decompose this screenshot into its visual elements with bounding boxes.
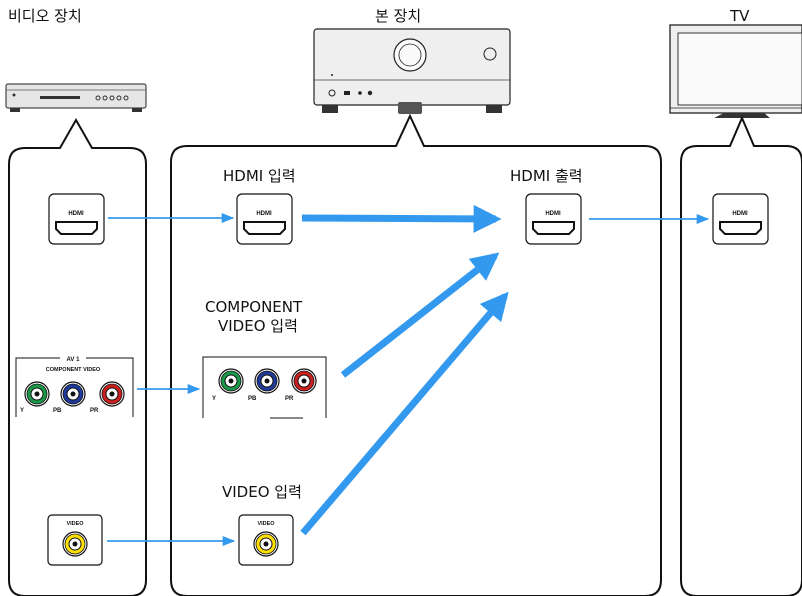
component-video-jack-label: COMPONENT VIDEO <box>46 367 101 373</box>
hdmi-output-label: HDMI 출력 <box>510 167 583 185</box>
green-jack <box>218 368 244 394</box>
hdmi-input-label: HDMI 입력 <box>223 167 296 185</box>
pb-label: PB <box>248 396 257 402</box>
tv-hdmi-jack: HDMI <box>712 193 769 245</box>
green-jack <box>24 381 50 407</box>
blue-jack <box>60 381 86 407</box>
main-unit-connector <box>398 102 422 114</box>
video-jack-label: VIDEO <box>66 521 84 527</box>
video-input-label: VIDEO 입력 <box>222 483 302 501</box>
tv-title: TV <box>729 7 750 25</box>
tv-illustration <box>669 24 802 118</box>
hdmi-jack-label: HDMI <box>68 211 84 217</box>
main-unit-title: 본 장치 <box>375 7 421 25</box>
video-device-illustration <box>5 83 147 112</box>
hdmi-jack-label: HDMI <box>545 211 561 217</box>
main-unit-illustration <box>313 28 511 113</box>
blue-jack <box>254 368 280 394</box>
source-video-jack: VIDEO <box>47 514 103 566</box>
av1-label: AV 1 <box>67 357 81 363</box>
pr-label: PR <box>285 396 294 402</box>
pb-label: PB <box>53 408 62 414</box>
unit-component-video-jacks: Y PB PR <box>202 356 327 419</box>
source-hdmi-jack: HDMI <box>48 193 105 245</box>
component-video-label-line1: COMPONENT <box>205 298 303 316</box>
tv-panel <box>680 115 802 596</box>
unit-hdmi-output-jack: HDMI <box>525 193 582 245</box>
arrow-component-to-hdmi-output <box>340 252 500 378</box>
component-video-label-line2: VIDEO 입력 <box>218 317 298 335</box>
arrow-hdmi-input-to-output <box>301 204 502 233</box>
hdmi-jack-label: HDMI <box>732 211 748 217</box>
unit-video-jack: VIDEO <box>238 514 294 566</box>
red-jack <box>99 381 125 407</box>
video-jack-label: VIDEO <box>257 521 275 527</box>
red-jack <box>291 368 317 394</box>
unit-hdmi-input-jack: HDMI <box>236 193 293 245</box>
arrow-video-to-hdmi-output <box>300 291 509 536</box>
hdmi-jack-label: HDMI <box>256 211 272 217</box>
video-device-title: 비디오 장치 <box>8 7 82 25</box>
source-component-video-jacks: AV 1 COMPONENT VIDEO Y PB PR <box>15 357 134 417</box>
y-label: Y <box>212 396 216 402</box>
y-label: Y <box>20 408 24 414</box>
pr-label: PR <box>90 408 99 414</box>
